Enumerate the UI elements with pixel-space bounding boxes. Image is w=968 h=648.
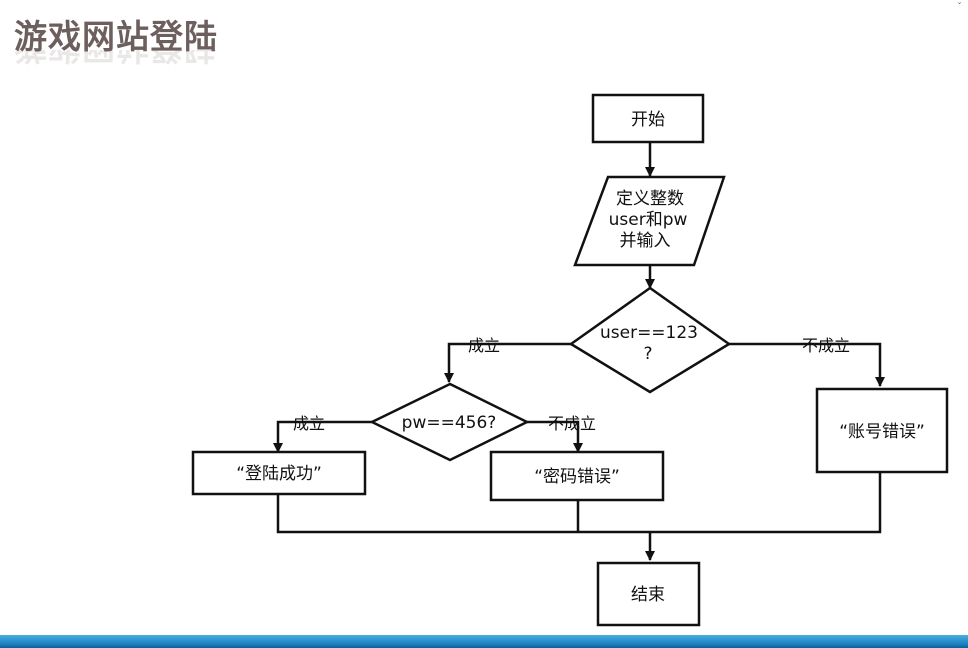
- input-label-line3: 并输入: [620, 231, 671, 251]
- account-error-node: [815, 387, 949, 474]
- end-node: [596, 561, 701, 627]
- bottom-accent-bar: [0, 635, 968, 648]
- edge-accerror-merge: [650, 472, 882, 534]
- decision-user-node: [568, 286, 732, 394]
- login-success-label: “登陆成功”: [236, 464, 322, 484]
- edge-user-yes-label: 成立: [468, 336, 500, 355]
- input-label-line2: user和pw: [609, 210, 688, 230]
- decision-user-label-line2: ?: [643, 344, 652, 364]
- corner-mark: ˇ: [957, 2, 962, 13]
- start-node: [591, 93, 705, 144]
- edge-success-merge: [276, 494, 650, 534]
- end-label: 结束: [631, 585, 665, 605]
- decision-pw-label: pw==456?: [402, 413, 497, 433]
- edge-user-yes: [444, 342, 571, 383]
- account-error-label: “账号错误”: [839, 422, 925, 442]
- pw-error-node: [489, 450, 665, 502]
- edge-pw-no-label: 不成立: [548, 414, 596, 433]
- edge-pw-no: [527, 420, 583, 453]
- input-node: [573, 175, 726, 267]
- login-success-node: [191, 450, 367, 496]
- start-label: 开始: [631, 110, 665, 130]
- edge-pw-yes-label: 成立: [293, 414, 325, 433]
- edge-user-no: [729, 342, 885, 387]
- decision-user-label-line1: user==123: [600, 323, 698, 343]
- decision-pw-node: [369, 382, 530, 462]
- pw-error-label: “密码错误”: [534, 467, 620, 487]
- edge-user-no-label: 不成立: [802, 336, 850, 355]
- edge-pw-yes: [273, 420, 372, 453]
- page-title: 游戏网站登陆: [14, 17, 218, 56]
- input-label-line1: 定义整数: [616, 189, 684, 209]
